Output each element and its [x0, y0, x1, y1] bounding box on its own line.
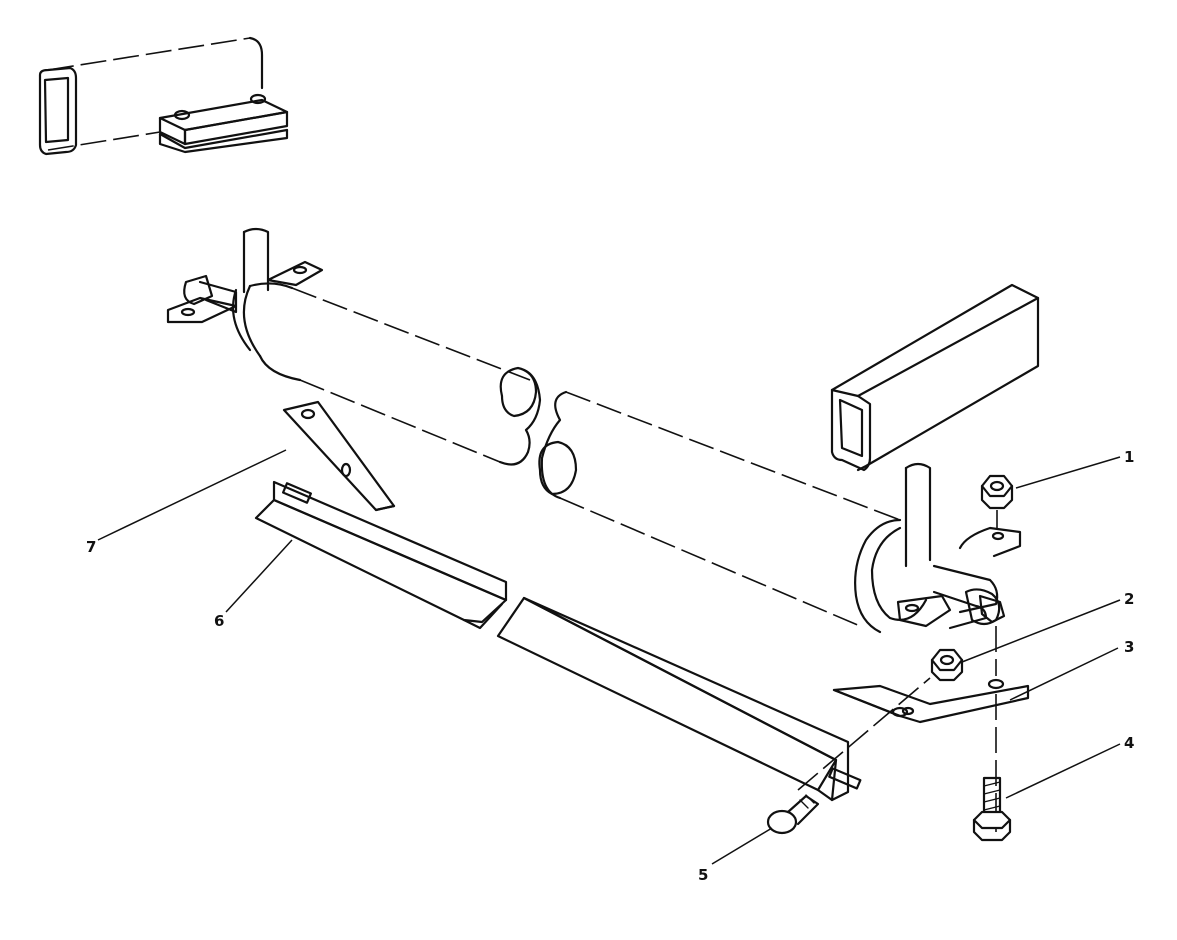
inset-frame-rail — [38, 36, 289, 156]
callout-2: 2 — [1124, 590, 1134, 608]
cylinder-right-segment — [538, 390, 1022, 634]
callout-1: 1 — [1124, 448, 1134, 466]
callout-7: 7 — [86, 538, 96, 556]
leader-1 — [1015, 456, 1121, 489]
part-5-carriage-bolt — [766, 677, 931, 835]
callout-6: 6 — [214, 612, 224, 630]
frame-rail-right — [830, 283, 1040, 472]
leader-3 — [1009, 647, 1119, 701]
callout-3: 3 — [1124, 638, 1134, 656]
leader-2 — [961, 599, 1121, 663]
callout-4: 4 — [1124, 734, 1134, 752]
leader-7 — [97, 449, 287, 541]
part-1-nut — [980, 474, 1014, 530]
leader-5 — [711, 827, 773, 865]
part-2-nut — [930, 648, 964, 682]
leader-4 — [1005, 743, 1121, 799]
leader-6 — [225, 539, 293, 613]
part-7-bracket — [282, 400, 396, 512]
cylinder-left-segment — [166, 227, 542, 466]
part-4-bolt — [972, 776, 1012, 842]
callout-labels: 1 2 3 4 5 6 7 — [86, 448, 1134, 884]
callout-leaders — [97, 449, 1121, 865]
part-6-angle-support — [254, 480, 909, 802]
callout-5: 5 — [698, 866, 708, 884]
